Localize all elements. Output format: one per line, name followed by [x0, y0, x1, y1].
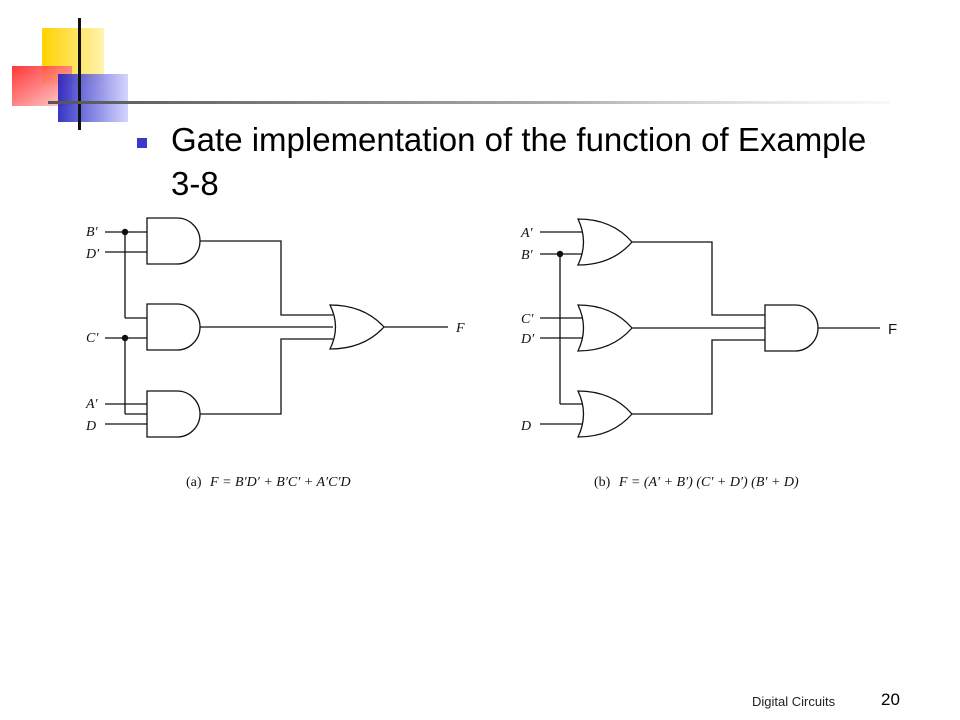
or-gate	[576, 390, 633, 438]
footer-label: Digital Circuits	[752, 694, 836, 709]
diagram-b: A′ B′ C′ D′ D F (b) F = (A′ + B′) (C′ + …	[520, 218, 897, 490]
corner-logo	[12, 18, 890, 130]
caption-prefix: (b)	[594, 475, 611, 490]
and-gate	[146, 217, 201, 265]
input-label: B′	[521, 248, 534, 263]
junction-dot	[556, 250, 564, 258]
logo-vertical-line	[78, 18, 81, 130]
logo-blue-square	[58, 74, 128, 122]
caption-prefix: (a)	[186, 475, 202, 490]
or-gate	[328, 304, 385, 350]
input-label: C′	[86, 331, 99, 346]
page-number: 20	[881, 690, 900, 709]
input-label: D′	[85, 247, 100, 262]
caption: (a) F = B′D′ + B′C′ + A′C′D	[186, 475, 351, 490]
input-label: B′	[86, 225, 99, 240]
bullet-marker	[137, 138, 147, 148]
input-label: A′	[520, 226, 534, 241]
input-label: D	[520, 419, 531, 434]
and-gate	[764, 304, 819, 352]
junction-dot	[121, 228, 129, 236]
or-gate	[576, 218, 633, 266]
output-label: F	[888, 321, 897, 338]
or-gate	[576, 304, 633, 352]
caption-expression: F = (A′ + B′) (C′ + D′) (B′ + D)	[618, 475, 799, 490]
header-rule	[48, 101, 890, 104]
junction-dot	[121, 334, 129, 342]
output-label: F	[455, 321, 465, 336]
and-gate	[146, 390, 201, 438]
caption-expression: F = B′D′ + B′C′ + A′C′D	[209, 475, 351, 490]
diagram-a: B′ D′ C′ A′ D F (a) F = B′D′ + B′C′ + A′…	[85, 217, 465, 490]
caption: (b) F = (A′ + B′) (C′ + D′) (B′ + D)	[594, 475, 799, 490]
and-gate	[146, 303, 201, 351]
slide-title: Gate implementation of the function of E…	[171, 121, 867, 202]
input-label: D	[85, 419, 96, 434]
input-label: D′	[520, 332, 535, 347]
input-label: C′	[521, 312, 534, 327]
input-label: A′	[85, 397, 99, 412]
